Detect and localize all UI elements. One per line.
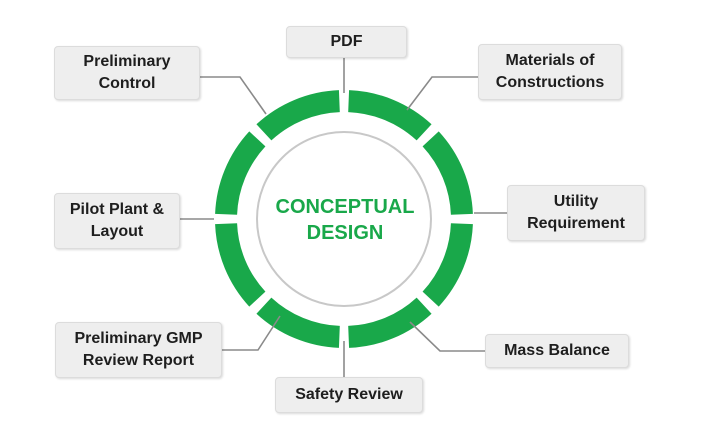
node-pdf: PDF [286,26,407,58]
connector-materials [406,76,478,111]
ring-segments [215,90,473,348]
ring-segment-safety-review [256,297,340,348]
center-title: CONCEPTUAL DESIGN [275,196,415,244]
ring-segment-mass-balance [348,297,432,348]
ring-segment-pilot-plant [215,131,266,215]
node-utility-requirement: Utility Requirement [507,185,645,241]
connector-mass-balance [409,321,485,352]
connector-gmp-review [222,315,281,351]
node-pilot-plant-layout: Pilot Plant & Layout [54,193,180,249]
ring-segment-gmp-review [215,223,266,307]
center-circle [256,131,432,307]
connector-preliminary-control [200,76,267,115]
ring-segment-pdf [348,90,432,141]
ring-segment-preliminary-control [256,90,340,141]
node-materials-of-constructions: Materials of Constructions [478,44,622,100]
ring-segment-utility [422,223,473,307]
connector-lines [180,58,507,377]
ring-segment-materials [422,131,473,215]
node-mass-balance: Mass Balance [485,334,629,368]
node-preliminary-gmp-review-report: Preliminary GMP Review Report [55,322,222,378]
node-preliminary-control: Preliminary Control [54,46,200,100]
node-safety-review: Safety Review [275,377,423,413]
